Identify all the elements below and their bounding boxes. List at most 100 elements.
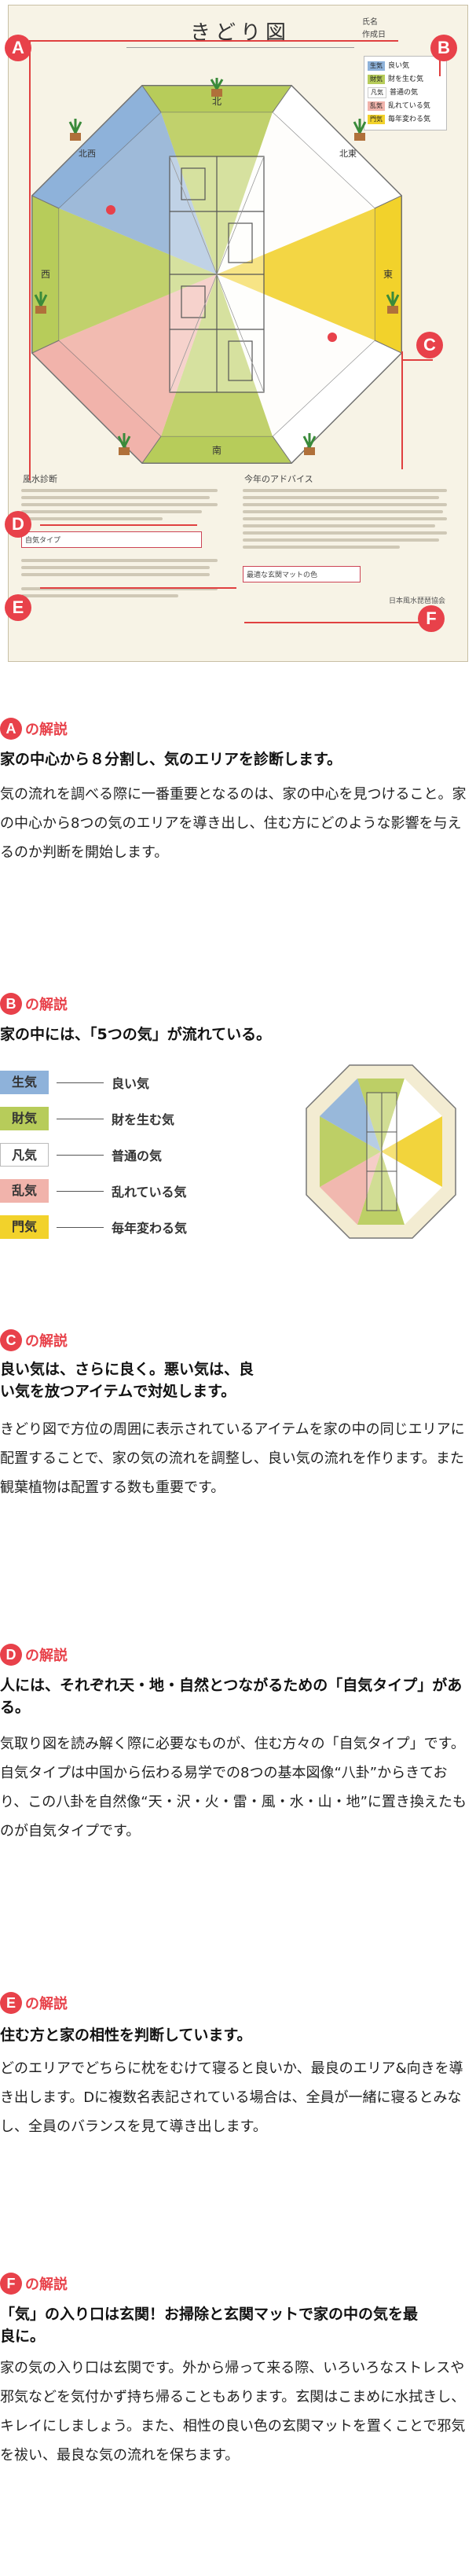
direction-northeast: 北東 bbox=[339, 149, 357, 159]
plant-icon bbox=[117, 433, 131, 455]
marker-line-c bbox=[401, 359, 433, 361]
panel-right-title: 今年のアドバイス bbox=[244, 474, 313, 484]
ki-swatch: 乱気 bbox=[0, 1179, 49, 1203]
publisher: 日本風水琵琶協会 bbox=[388, 597, 445, 605]
sector-southwest bbox=[59, 274, 217, 436]
sheet-title: きどり図 bbox=[126, 17, 354, 48]
section-d-label: の解説 bbox=[25, 1648, 68, 1664]
plant-icon bbox=[210, 78, 224, 97]
type-label-box: 自気タイプ bbox=[21, 531, 202, 548]
section-f-body: 家の気の入り口は玄関です。外から帰って来る際、いろいろなストレスや邪気などを気付… bbox=[0, 2360, 466, 2464]
section-b-heading: B の解説 bbox=[0, 992, 68, 1016]
section-a-heading: A の解説 bbox=[0, 717, 68, 740]
type-label: 自気タイプ bbox=[25, 537, 61, 545]
floor-plan bbox=[169, 156, 265, 393]
section-b-label: の解説 bbox=[25, 997, 68, 1013]
section-e-label: の解説 bbox=[25, 1996, 68, 2012]
item-dot-icon bbox=[328, 333, 337, 342]
section-a-lead: 家の中心から８分割し、気のエリアを診断します。 bbox=[0, 751, 342, 768]
legend-desc: 財を生む気 bbox=[388, 75, 424, 83]
legend-swatch: 財気 bbox=[368, 74, 385, 84]
section-c-label: の解説 bbox=[25, 1333, 68, 1350]
section-b-badge: B bbox=[0, 993, 22, 1015]
ki-desc: 普通の気 bbox=[112, 1148, 163, 1163]
ki-row: 財気 財を生む気 bbox=[0, 1107, 174, 1130]
section-d-body: 気取り図を読み解く際に必要なものが、住む方々の「自気タイプ」です。自気タイプは中… bbox=[0, 1736, 467, 1839]
marker-f: F bbox=[418, 605, 445, 632]
item-dot-icon bbox=[106, 205, 115, 215]
section-c: C の解説 良い気は、さらに良く。悪い気は、良い気を放つアイテムで対処します。 … bbox=[0, 1328, 476, 1596]
section-e-body: どのエリアでどちらに枕をむけて寝ると良いか、最良のエリア&向きを導き出します。D… bbox=[0, 2060, 463, 2135]
marker-e: E bbox=[5, 594, 31, 621]
ki-swatch: 生気 bbox=[0, 1071, 49, 1094]
section-c-heading: C の解説 bbox=[0, 1328, 68, 1352]
ki-connector bbox=[57, 1082, 104, 1083]
section-e: E の解説 住む方と家の相性を判断しています。 どのエリアでどちらに枕をむけて寝… bbox=[0, 1991, 476, 2251]
panel-left-title: 風水診断 bbox=[23, 474, 57, 484]
sheet-panel-left: 風水診断 自気タイプ bbox=[21, 469, 232, 649]
marker-c: C bbox=[416, 332, 443, 358]
plant-icon bbox=[68, 119, 82, 141]
marker-line-a bbox=[29, 40, 31, 480]
section-d: D の解説 人には、それぞれ天・地・自然とつながるための「自気タイプ」がある。 … bbox=[0, 1643, 476, 1942]
section-f-lead: 「気」の入り口は玄関！お掃除と玄関マットで家の中の気を最良に。 bbox=[0, 2306, 419, 2345]
legend-row: 生気良い気 bbox=[368, 60, 443, 73]
ki-desc: 毎年変わる気 bbox=[112, 1221, 188, 1236]
sheet-meta: 氏名 作成日 bbox=[362, 17, 386, 42]
meta-name-row: 氏名 bbox=[362, 18, 378, 27]
ki-connector bbox=[57, 1154, 104, 1156]
plant-icon bbox=[386, 292, 400, 314]
section-a-body: 気の流れを調べる際に一番重要となるのは、家の中心を見つけること。家の中心から8つ… bbox=[0, 786, 467, 861]
ki-row: 乱気 乱れている気 bbox=[0, 1179, 187, 1203]
section-c-body: きどり図で方位の周囲に表示されているアイテムを家の中の同じエリアに配置することで… bbox=[0, 1421, 465, 1496]
legend-desc: 乱れている気 bbox=[388, 102, 430, 110]
legend-row: 財気財を生む気 bbox=[368, 73, 443, 86]
plant-icon bbox=[302, 433, 317, 455]
marker-line-b bbox=[439, 53, 441, 76]
ki-connector bbox=[57, 1226, 104, 1228]
section-e-heading: E の解説 bbox=[0, 1991, 68, 2015]
ki-row: 生気 良い気 bbox=[0, 1071, 149, 1094]
marker-line-c-v bbox=[401, 351, 403, 469]
ki-row: 凡気 普通の気 bbox=[0, 1143, 162, 1167]
legend-row: 門気毎年変わる気 bbox=[368, 113, 443, 127]
plant-icon bbox=[34, 292, 48, 314]
ki-swatch: 門気 bbox=[0, 1215, 49, 1239]
section-b: B の解説 家の中には、「5つの気」が流れている。 生気 良い気 財気 財を生む… bbox=[0, 992, 476, 1275]
legend-desc: 毎年変わる気 bbox=[388, 116, 431, 123]
section-d-lead: 人には、それぞれ天・地・自然とつながるための「自気タイプ」がある。 bbox=[0, 1677, 463, 1716]
ki-row: 門気 毎年変わる気 bbox=[0, 1215, 187, 1239]
legend-swatch: 乱気 bbox=[368, 101, 385, 111]
ki-desc: 財を生む気 bbox=[112, 1112, 175, 1127]
entrance-mat-label: 最適な玄関マットの色 bbox=[247, 571, 318, 579]
section-e-lead: 住む方と家の相性を判断しています。 bbox=[0, 2027, 252, 2044]
marker-d: D bbox=[5, 511, 31, 538]
meta-date-row: 作成日 bbox=[362, 31, 386, 39]
section-f-heading: F の解説 bbox=[0, 2272, 68, 2295]
sector-northwest bbox=[59, 112, 217, 274]
legend-swatch: 凡気 bbox=[368, 86, 386, 98]
marker-a: A bbox=[5, 35, 31, 61]
marker-b: B bbox=[430, 35, 457, 61]
marker-line-f bbox=[244, 622, 425, 623]
ki-swatch: 凡気 bbox=[0, 1143, 49, 1167]
legend-row: 乱気乱れている気 bbox=[368, 100, 443, 113]
entrance-mat-box: 最適な玄関マットの色 bbox=[243, 566, 361, 582]
legend-swatch: 生気 bbox=[368, 61, 385, 71]
sector-southeast bbox=[217, 274, 375, 436]
mini-kidori-diagram bbox=[306, 1064, 456, 1239]
section-d-badge: D bbox=[0, 1644, 22, 1666]
section-f-badge: F bbox=[0, 2273, 22, 2295]
plant-icon bbox=[353, 119, 367, 141]
legend-swatch: 門気 bbox=[368, 114, 385, 124]
section-c-badge: C bbox=[0, 1329, 22, 1351]
kidori-octagon-diagram: 北 北東 東 南 西 北西 bbox=[31, 78, 402, 464]
sheet-panel-right: 今年のアドバイス 最適な玄関マットの色 日本風水琵琶協会 bbox=[243, 469, 453, 649]
direction-northwest: 北西 bbox=[79, 149, 96, 159]
direction-east: 東 bbox=[383, 269, 393, 280]
section-f: F の解説 「気」の入り口は玄関！お掃除と玄関マットで家の中の気を最良に。 家の… bbox=[0, 2272, 476, 2570]
legend-desc: 良い気 bbox=[388, 62, 410, 70]
sheet-legend: 生気良い気 財気財を生む気 凡気普通の気 乱気乱れている気 門気毎年変わる気 bbox=[364, 56, 447, 130]
legend-row: 凡気普通の気 bbox=[368, 86, 443, 100]
ki-desc: 乱れている気 bbox=[112, 1185, 187, 1200]
